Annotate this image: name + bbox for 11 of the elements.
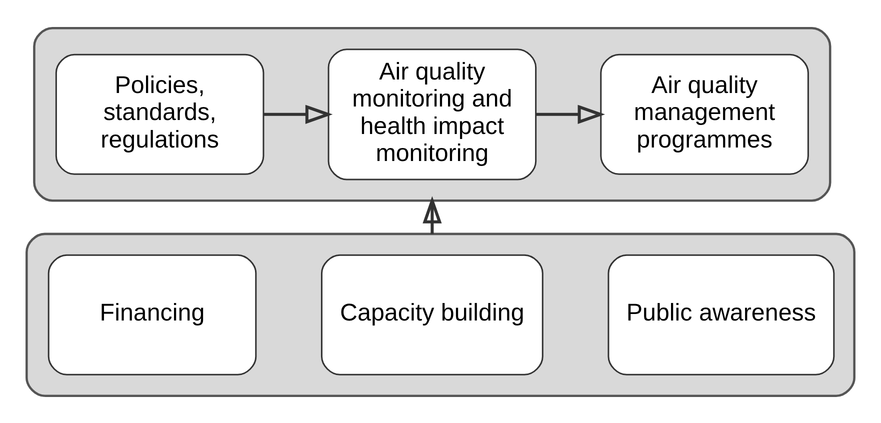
node-box: Policies, standards, regulations bbox=[55, 53, 264, 174]
arrow bbox=[422, 196, 442, 234]
node-box: Air quality management programmes bbox=[600, 53, 809, 174]
node-box: Air quality monitoring and health impact monitoring bbox=[328, 48, 537, 180]
node-box: Capacity building bbox=[320, 254, 544, 375]
cluster bbox=[33, 26, 832, 202]
arrow bbox=[536, 104, 606, 124]
node-box: Financing bbox=[48, 254, 257, 375]
cluster bbox=[26, 232, 856, 396]
node-box: Public awareness bbox=[608, 254, 835, 375]
arrow bbox=[264, 104, 333, 124]
